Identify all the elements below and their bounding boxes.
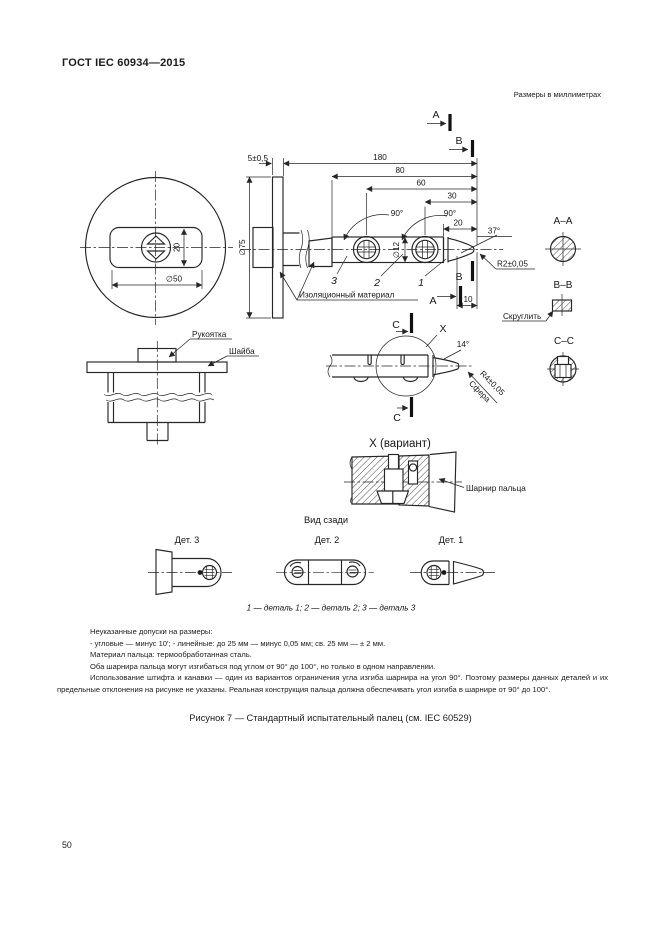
detail-3-drawing	[148, 548, 232, 596]
finger-joint-side-view: X 14° С С R4±0,05 Сфера	[326, 313, 507, 424]
washer-label: Шайба	[229, 347, 255, 356]
section-flags: А В А В	[427, 109, 475, 307]
dim-20: 20	[453, 219, 463, 228]
handle-screw-end-icon	[140, 232, 172, 263]
part-1-label: 1	[418, 277, 424, 289]
svg-text:X (вариант): X (вариант)	[369, 438, 431, 450]
insulating-material-callout: Изоляционный материал	[279, 261, 418, 301]
section-view-bb: В–В Скруглить	[502, 280, 573, 322]
detail-1-drawing	[410, 560, 496, 586]
dim-37: 37°	[488, 227, 500, 236]
handle-label: Рукоятка	[192, 330, 227, 339]
detail-2-drawing	[276, 559, 374, 586]
dim-tip-radius: R2±0,05	[497, 260, 528, 269]
detail-x-label: X	[439, 323, 446, 335]
dim-90a: 90°	[391, 209, 403, 218]
dim-30: 30	[447, 192, 457, 201]
dim-disc-diameter: ∅75	[238, 239, 247, 256]
section-a-letter: А	[432, 109, 439, 121]
note-material: Материал пальца: термообработанная сталь…	[90, 650, 252, 660]
finger-hinge-label: Шарнир пальца	[466, 484, 526, 493]
svg-text:А–А: А–А	[554, 216, 573, 227]
figure-notes: Неуказанные допуски на размеры: - угловы…	[57, 626, 608, 696]
detail-2-title: Дет. 2	[315, 535, 340, 545]
note-hinges: Оба шарнира пальца могут изгибаться под …	[90, 661, 436, 671]
document-header: ГОСТ IEC 60934—2015	[62, 57, 186, 69]
hinge-pin-icon	[376, 453, 410, 505]
length-dimensions: 180 80 60 30 20 90° 90° 37° ∅12 10	[283, 153, 535, 309]
round-off-label: Скруглить	[503, 312, 541, 321]
part-3-label: 3	[331, 275, 337, 287]
dim-180: 180	[373, 153, 387, 162]
page-number: 50	[62, 840, 72, 850]
part-2-label: 2	[373, 277, 380, 289]
dim-80: 80	[395, 166, 405, 175]
note-tolerances-values: - угловые — минус 10'; - линейные: до 25…	[90, 638, 386, 648]
dim-slot-width: ∅50	[166, 275, 183, 284]
section-c-letter: С	[392, 319, 400, 331]
hinge-screw-icon	[352, 235, 381, 264]
detail-3-title: Дет. 3	[175, 535, 200, 545]
dim-plate-thickness: 5±0,5	[248, 154, 269, 163]
note-tolerances-title: Неуказанные допуски на размеры:	[90, 627, 213, 636]
parts-legend: 1 — деталь 1; 2 — деталь 2; 3 — деталь 3	[247, 604, 416, 613]
figure-caption: Рисунок 7 — Стандартный испытательный па…	[189, 713, 472, 723]
svg-text:Изоляционный материал: Изоляционный материал	[299, 291, 395, 300]
handle-side-view: Рукоятка Шайба	[86, 330, 259, 447]
dim-14: 14°	[457, 340, 469, 349]
section-b-letter: В	[455, 135, 462, 147]
dim-slot-height: 20	[173, 243, 182, 253]
detail-1-title: Дет. 1	[439, 535, 464, 545]
section-view-cc: С–С	[547, 336, 579, 386]
section-c-letter: С	[393, 412, 401, 424]
section-b-letter: В	[455, 271, 462, 283]
hinge-screw-icon	[411, 235, 439, 264]
x-variant-section: X (вариант) Шарнир пальца	[344, 438, 526, 513]
units-note: Размеры в миллиметрах	[513, 90, 601, 99]
guard-disc-front-view: 20 ∅50	[80, 171, 233, 325]
dim-10: 10	[463, 295, 473, 304]
section-view-aa: А–А	[545, 216, 581, 266]
dim-60: 60	[416, 179, 426, 188]
section-a-letter: А	[429, 295, 436, 307]
part-number-callouts: 3 2 1	[331, 253, 447, 289]
rear-view-title: Вид сзади	[304, 515, 348, 525]
note-pin: Использование штифта и канавки — один из…	[57, 673, 608, 694]
svg-text:С–С: С–С	[554, 336, 574, 347]
dim-90b: 90°	[444, 209, 456, 218]
dim-finger-diameter: ∅12	[392, 241, 401, 258]
svg-text:В–В: В–В	[554, 280, 573, 291]
rear-view-details: Вид сзади Дет. 3 Дет. 2 Дет. 1	[148, 515, 496, 613]
finger-assembly-side-view: ∅75 5±0,5	[238, 154, 503, 319]
